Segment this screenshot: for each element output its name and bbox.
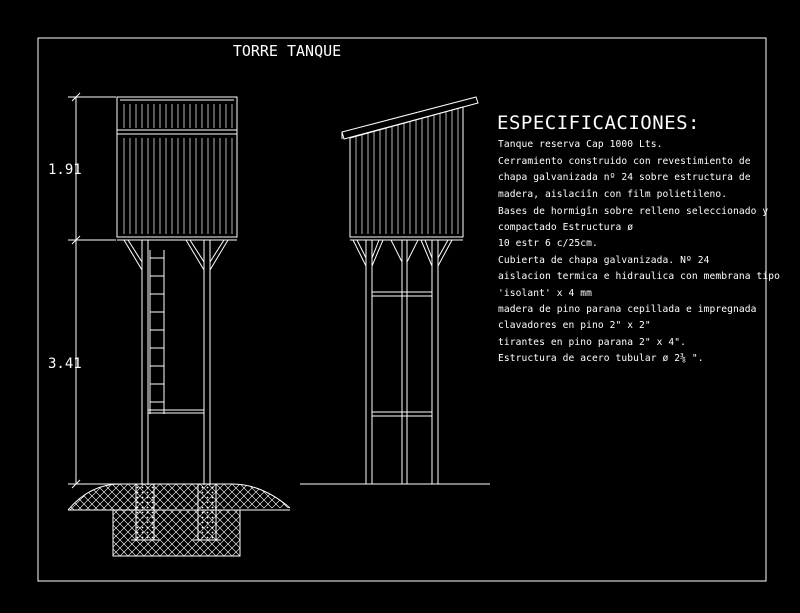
spec-line: madera de pino parana cepillada e impreg…	[498, 304, 757, 315]
specifications-heading: ESPECIFICACIONES:	[497, 112, 700, 134]
front-footing-left	[135, 483, 155, 541]
dimension-tank-height: 1.91	[48, 162, 82, 178]
spec-line: chapa galvanizada nº 24 sobre estructura…	[498, 172, 751, 183]
front-legs	[141, 240, 211, 485]
spec-line: 'isolant' x 4 mm	[498, 288, 593, 299]
drawing-frame	[37, 37, 767, 582]
dimension-tower-height: 3.41	[48, 356, 82, 372]
spec-line: clavadores en pino 2" x 2"	[498, 320, 651, 331]
side-elevation	[300, 96, 490, 485]
spec-line: tirantes en pino parana 2" x 4".	[498, 337, 687, 348]
front-ladder	[149, 250, 165, 414]
front-elevation	[67, 96, 291, 557]
side-legs	[365, 240, 439, 484]
side-roof	[341, 96, 479, 140]
spec-line: aislacion termica e hidraulica con membr…	[498, 271, 781, 282]
front-ground-mound	[67, 483, 291, 511]
spec-line: compactado Estructura ø	[498, 222, 634, 233]
front-tank-corrugation	[123, 104, 233, 234]
spec-line: 10 estr 6 c/25cm.	[498, 238, 598, 249]
drawing-title: TORRE TANQUE	[233, 42, 341, 60]
front-footing-pit	[112, 510, 241, 557]
front-tank	[116, 96, 238, 238]
front-footing-right	[197, 483, 217, 541]
spec-line: Tanque reserva Cap 1000 Lts.	[498, 139, 663, 150]
spec-line: madera, aislaciîn con film polietileno.	[498, 189, 728, 200]
spec-line: Cubierta de chapa galvanizada. Nº 24	[498, 255, 710, 266]
side-tank-corrugation	[355, 108, 459, 234]
spec-line: Bases de hormigîn sobre relleno seleccio…	[498, 206, 769, 217]
spec-line: Cerramiento construido con revestimiento…	[498, 156, 751, 167]
dimension-lines	[68, 92, 136, 489]
spec-line: Estructura de acero tubular ø 2⅜ ".	[498, 353, 704, 364]
